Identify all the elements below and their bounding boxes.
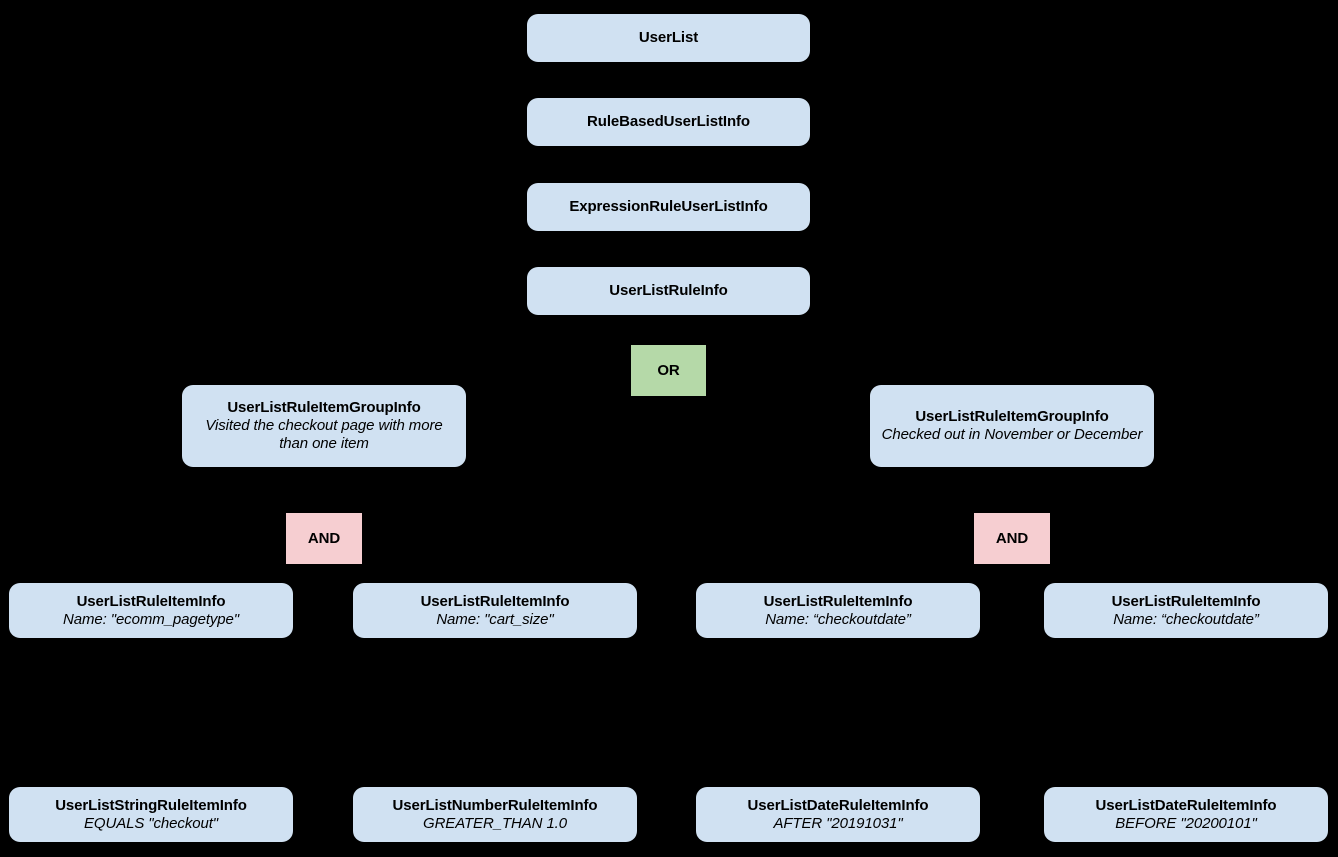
node-rule-item-ecomm-pagetype[interactable]: UserListRuleItemInfo Name: "ecomm_pagety… — [9, 583, 293, 638]
node-title: UserListRuleInfo — [609, 282, 728, 300]
node-subtitle: Name: "ecomm_pagetype" — [62, 610, 240, 628]
node-title: UserListRuleItemInfo — [763, 592, 913, 610]
node-userlist[interactable]: UserList — [527, 14, 810, 62]
node-title: UserListStringRuleItemInfo — [55, 796, 247, 814]
node-title: RuleBasedUserListInfo — [587, 113, 750, 131]
operator-label: OR — [657, 361, 680, 379]
node-userlistruleinfo[interactable]: UserListRuleInfo — [527, 267, 810, 315]
operator-label: AND — [995, 529, 1029, 547]
operator-label: AND — [307, 529, 341, 547]
node-subtitle: EQUALS "checkout" — [83, 814, 218, 832]
node-date-rule-item-after[interactable]: UserListDateRuleItemInfo AFTER "20191031… — [696, 787, 980, 842]
node-string-rule-item[interactable]: UserListStringRuleItemInfo EQUALS "check… — [9, 787, 293, 842]
node-operator-and-right[interactable]: AND — [974, 513, 1050, 564]
edge-and-left-ecomm — [150, 562, 301, 585]
node-subtitle: Name: “checkoutdate” — [1113, 610, 1259, 628]
edge-and-right-before — [1035, 562, 1187, 585]
node-rule-item-group-right[interactable]: UserListRuleItemGroupInfo Checked out in… — [870, 385, 1154, 467]
edge-and-right-after — [837, 562, 989, 585]
node-rule-item-checkoutdate-before[interactable]: UserListRuleItemInfo Name: “checkoutdate… — [1044, 583, 1328, 638]
node-title: UserListDateRuleItemInfo — [1095, 796, 1277, 814]
node-subtitle: Visited the checkout page with more than… — [205, 417, 443, 452]
node-title: UserList — [638, 29, 699, 47]
node-title: UserListDateRuleItemInfo — [747, 796, 929, 814]
node-rule-item-cart-size[interactable]: UserListRuleItemInfo Name: "cart_size" — [353, 583, 637, 638]
node-operator-or[interactable]: OR — [631, 345, 706, 396]
node-expressionruleuserlistinfo[interactable]: ExpressionRuleUserListInfo — [527, 183, 810, 231]
node-operator-and-left[interactable]: AND — [286, 513, 362, 564]
node-subtitle: Name: “checkoutdate” — [765, 610, 911, 628]
node-title: UserListRuleItemInfo — [1111, 592, 1261, 610]
node-number-rule-item[interactable]: UserListNumberRuleItemInfo GREATER_THAN … — [353, 787, 637, 842]
node-date-rule-item-before[interactable]: UserListDateRuleItemInfo BEFORE "2020010… — [1044, 787, 1328, 842]
node-rulebaseduserlistinfo[interactable]: RuleBasedUserListInfo — [527, 98, 810, 146]
node-title: UserListNumberRuleItemInfo — [392, 796, 598, 814]
node-subtitle: GREATER_THAN 1.0 — [423, 814, 567, 832]
node-title: UserListRuleItemInfo — [76, 592, 226, 610]
node-title: ExpressionRuleUserListInfo — [569, 198, 768, 216]
node-subtitle: Name: "cart_size" — [436, 610, 554, 628]
node-rule-item-group-left[interactable]: UserListRuleItemGroupInfo Visited the ch… — [182, 385, 466, 467]
node-title: UserListRuleItemInfo — [420, 592, 570, 610]
node-rule-item-checkoutdate-after[interactable]: UserListRuleItemInfo Name: “checkoutdate… — [696, 583, 980, 638]
node-subtitle: AFTER "20191031" — [773, 814, 903, 832]
node-subtitle: BEFORE "20200101" — [1115, 814, 1257, 832]
node-title: UserListRuleItemGroupInfo — [915, 408, 1109, 426]
node-title: UserListRuleItemGroupInfo — [227, 399, 421, 417]
node-subtitle: Checked out in November or December — [881, 426, 1143, 443]
edge-and-left-cart — [347, 562, 496, 585]
